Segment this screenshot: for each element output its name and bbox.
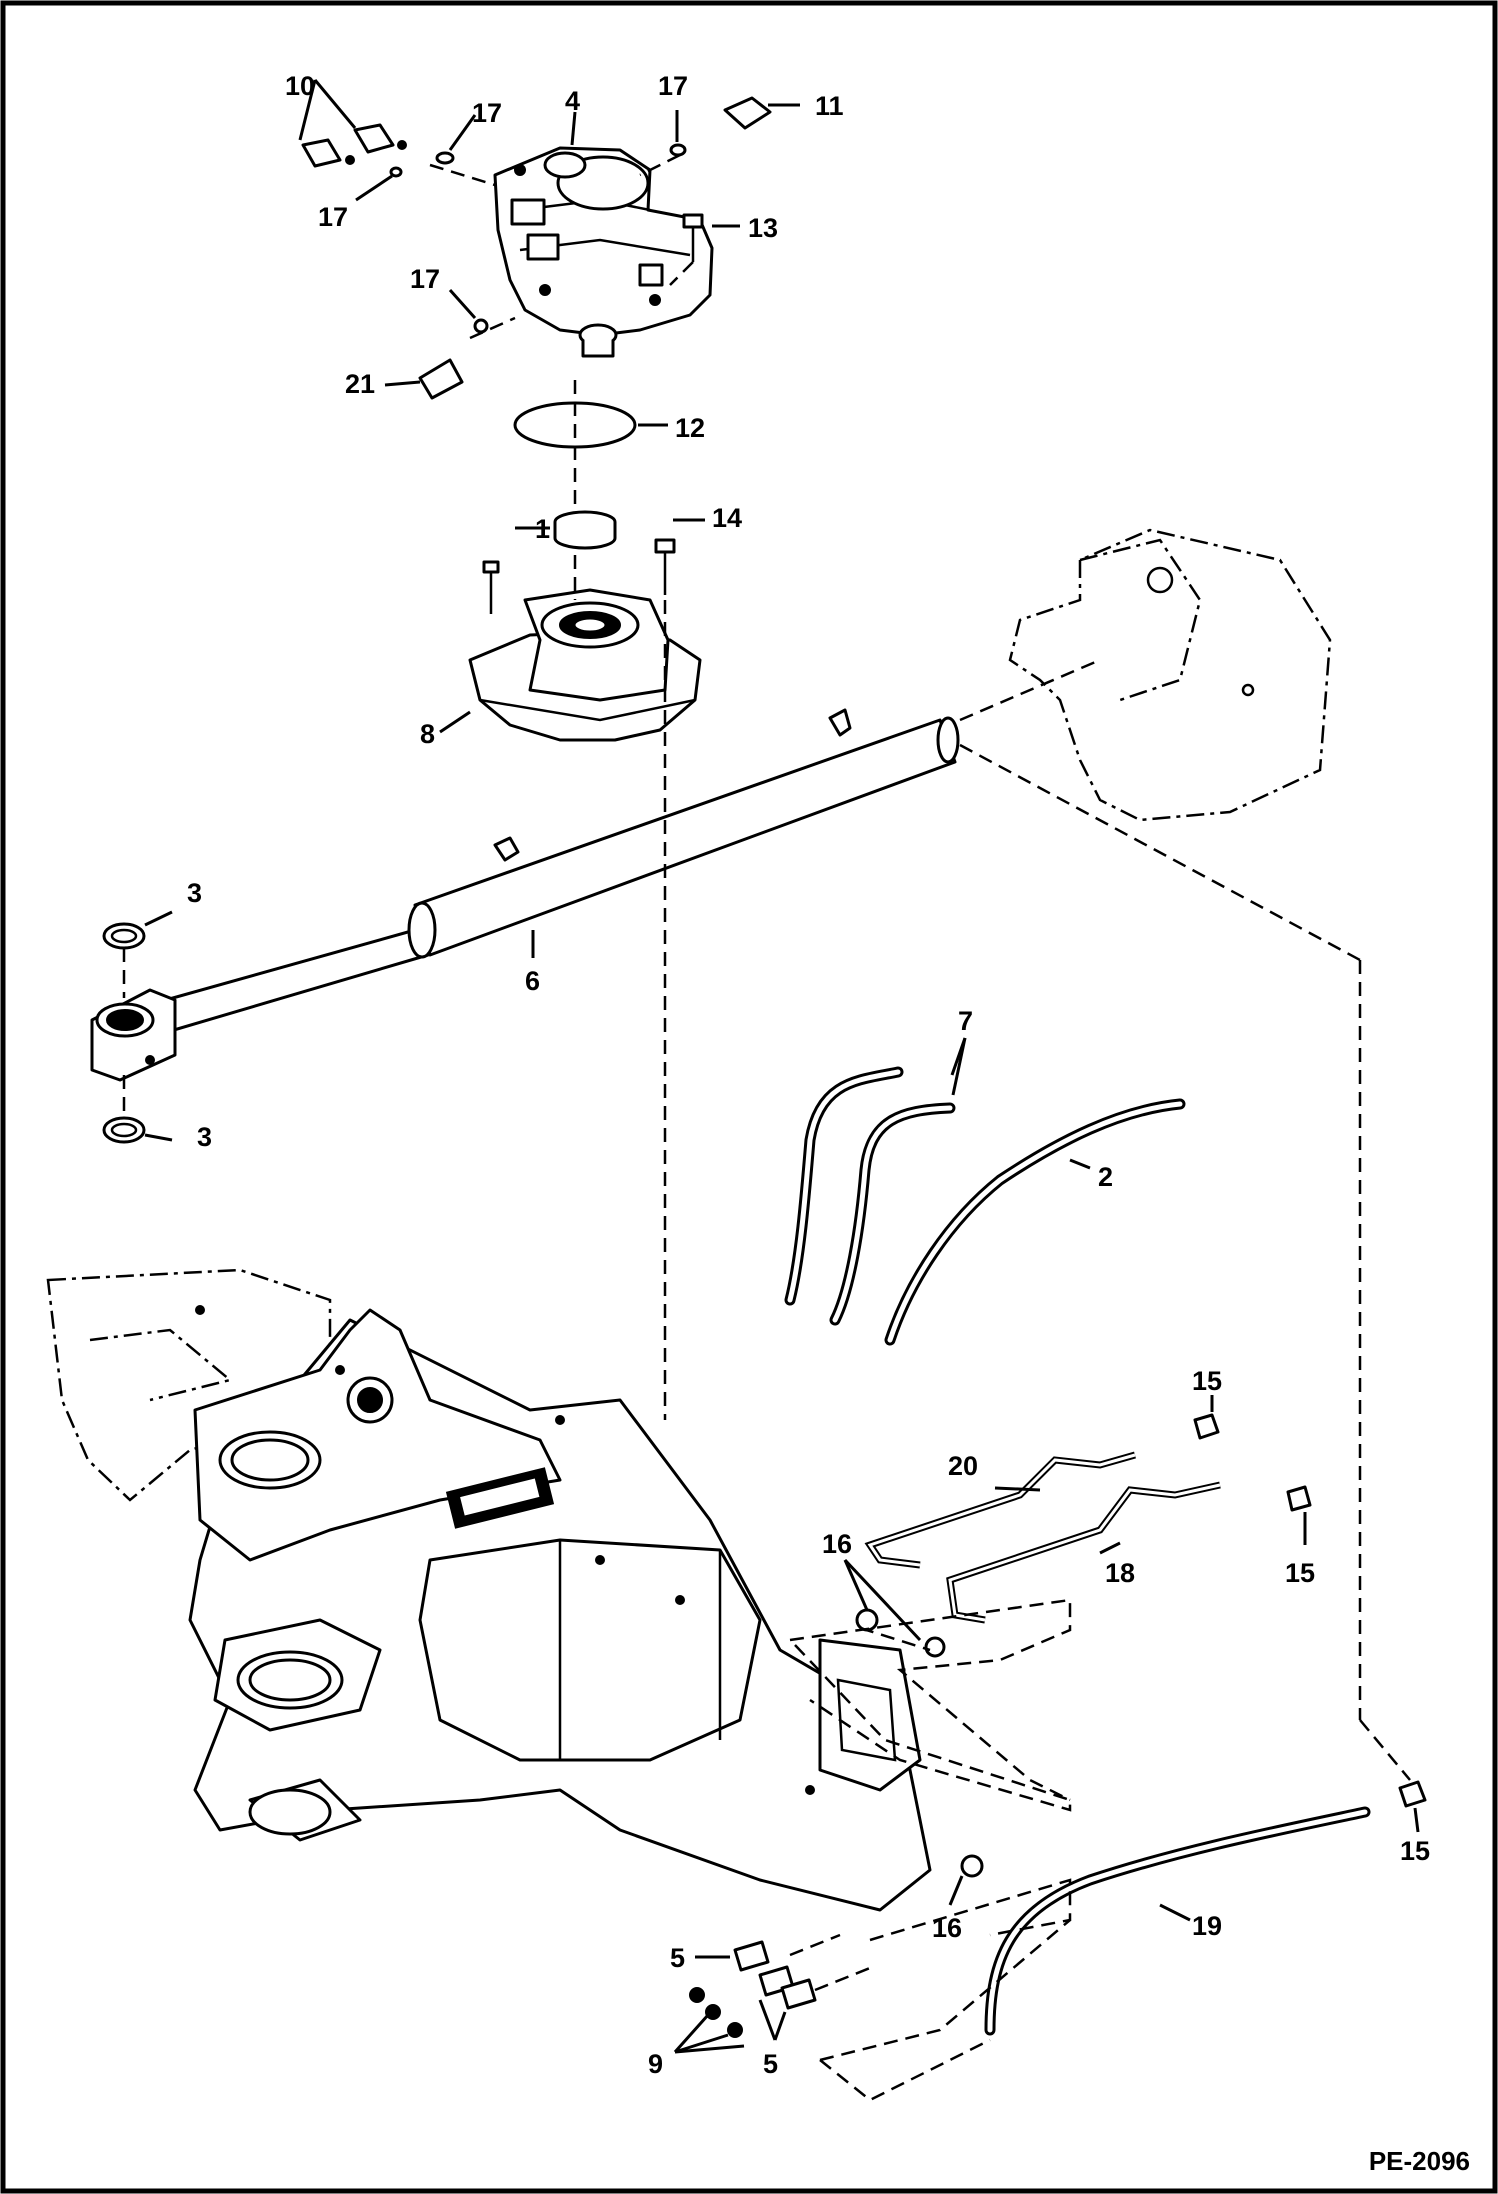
callout-15: 15	[1192, 1366, 1222, 1396]
swing-housing	[468, 588, 702, 742]
nut-16	[855, 1608, 879, 1632]
nut-9	[727, 2022, 743, 2038]
callout-7: 7	[958, 1006, 973, 1036]
hose-2	[884, 1098, 1186, 1346]
bolt-14	[654, 538, 676, 595]
callout-5: 5	[763, 2049, 778, 2079]
callout-1: 1	[535, 514, 550, 544]
bushing-1	[553, 510, 617, 550]
callout-6: 6	[525, 966, 540, 996]
hose-19	[984, 1806, 1371, 2036]
callout-11: 11	[815, 91, 844, 121]
callout-18: 18	[1105, 1558, 1135, 1588]
boom-phantom	[1008, 528, 1332, 822]
fitting-15	[1193, 1413, 1220, 1440]
callout-15: 15	[1285, 1558, 1315, 1588]
swing-cylinder	[90, 708, 960, 1082]
callout-10: 10	[285, 71, 315, 101]
washer-3-bottom	[102, 1116, 146, 1144]
tube-20	[864, 1451, 1136, 1569]
o-ring-17	[389, 166, 403, 178]
assembly-lines	[122, 153, 1411, 2102]
callout-2: 2	[1098, 1162, 1113, 1192]
callout-17: 17	[472, 98, 502, 128]
callout-15: 15	[1400, 1836, 1430, 1866]
o-ring-17	[669, 143, 687, 157]
nut-9	[705, 2004, 721, 2020]
callout-labels: 1 2 3 3 4 5 5 6 7 8 9 10 11 12 13 14 15 …	[187, 71, 1430, 2079]
callout-8: 8	[420, 719, 435, 749]
callout-3: 3	[187, 878, 202, 908]
figure-number: PE-2096	[1369, 2146, 1470, 2176]
callout-14: 14	[712, 503, 742, 533]
callout-5: 5	[670, 1943, 685, 1973]
fittings-10	[301, 123, 407, 168]
fitting-15	[1398, 1780, 1427, 1808]
callout-21: 21	[345, 369, 375, 399]
leader-lines	[144, 79, 1420, 2054]
callout-17: 17	[658, 71, 688, 101]
nut-16	[960, 1854, 984, 1878]
callout-12: 12	[675, 413, 705, 443]
fitting-21	[418, 358, 464, 400]
hoses-7	[784, 1066, 956, 1326]
callout-9: 9	[648, 2049, 663, 2079]
fitting-5	[780, 1978, 817, 2010]
fitting-11	[723, 96, 772, 130]
callout-16: 16	[932, 1913, 962, 1943]
fitting-15	[1286, 1485, 1312, 1512]
washer-3-top	[102, 922, 146, 950]
o-ring-17	[435, 151, 455, 165]
callout-13: 13	[748, 213, 778, 243]
callout-3: 3	[197, 1122, 212, 1152]
callout-17: 17	[318, 202, 348, 232]
callout-19: 19	[1192, 1911, 1222, 1941]
tube-18	[946, 1481, 1221, 1624]
bolt-8-mount	[482, 560, 500, 600]
callout-17: 17	[410, 264, 440, 294]
callout-4: 4	[565, 86, 580, 116]
fitting-5	[733, 1940, 770, 1972]
bolt-13	[682, 213, 704, 262]
swing-motor	[493, 146, 714, 358]
callout-16: 16	[822, 1529, 852, 1559]
callout-20: 20	[948, 1451, 978, 1481]
nut-9	[689, 1987, 705, 2003]
nut-16	[924, 1636, 946, 1658]
swing-frame	[46, 1268, 932, 1912]
o-ring-17	[473, 318, 489, 334]
